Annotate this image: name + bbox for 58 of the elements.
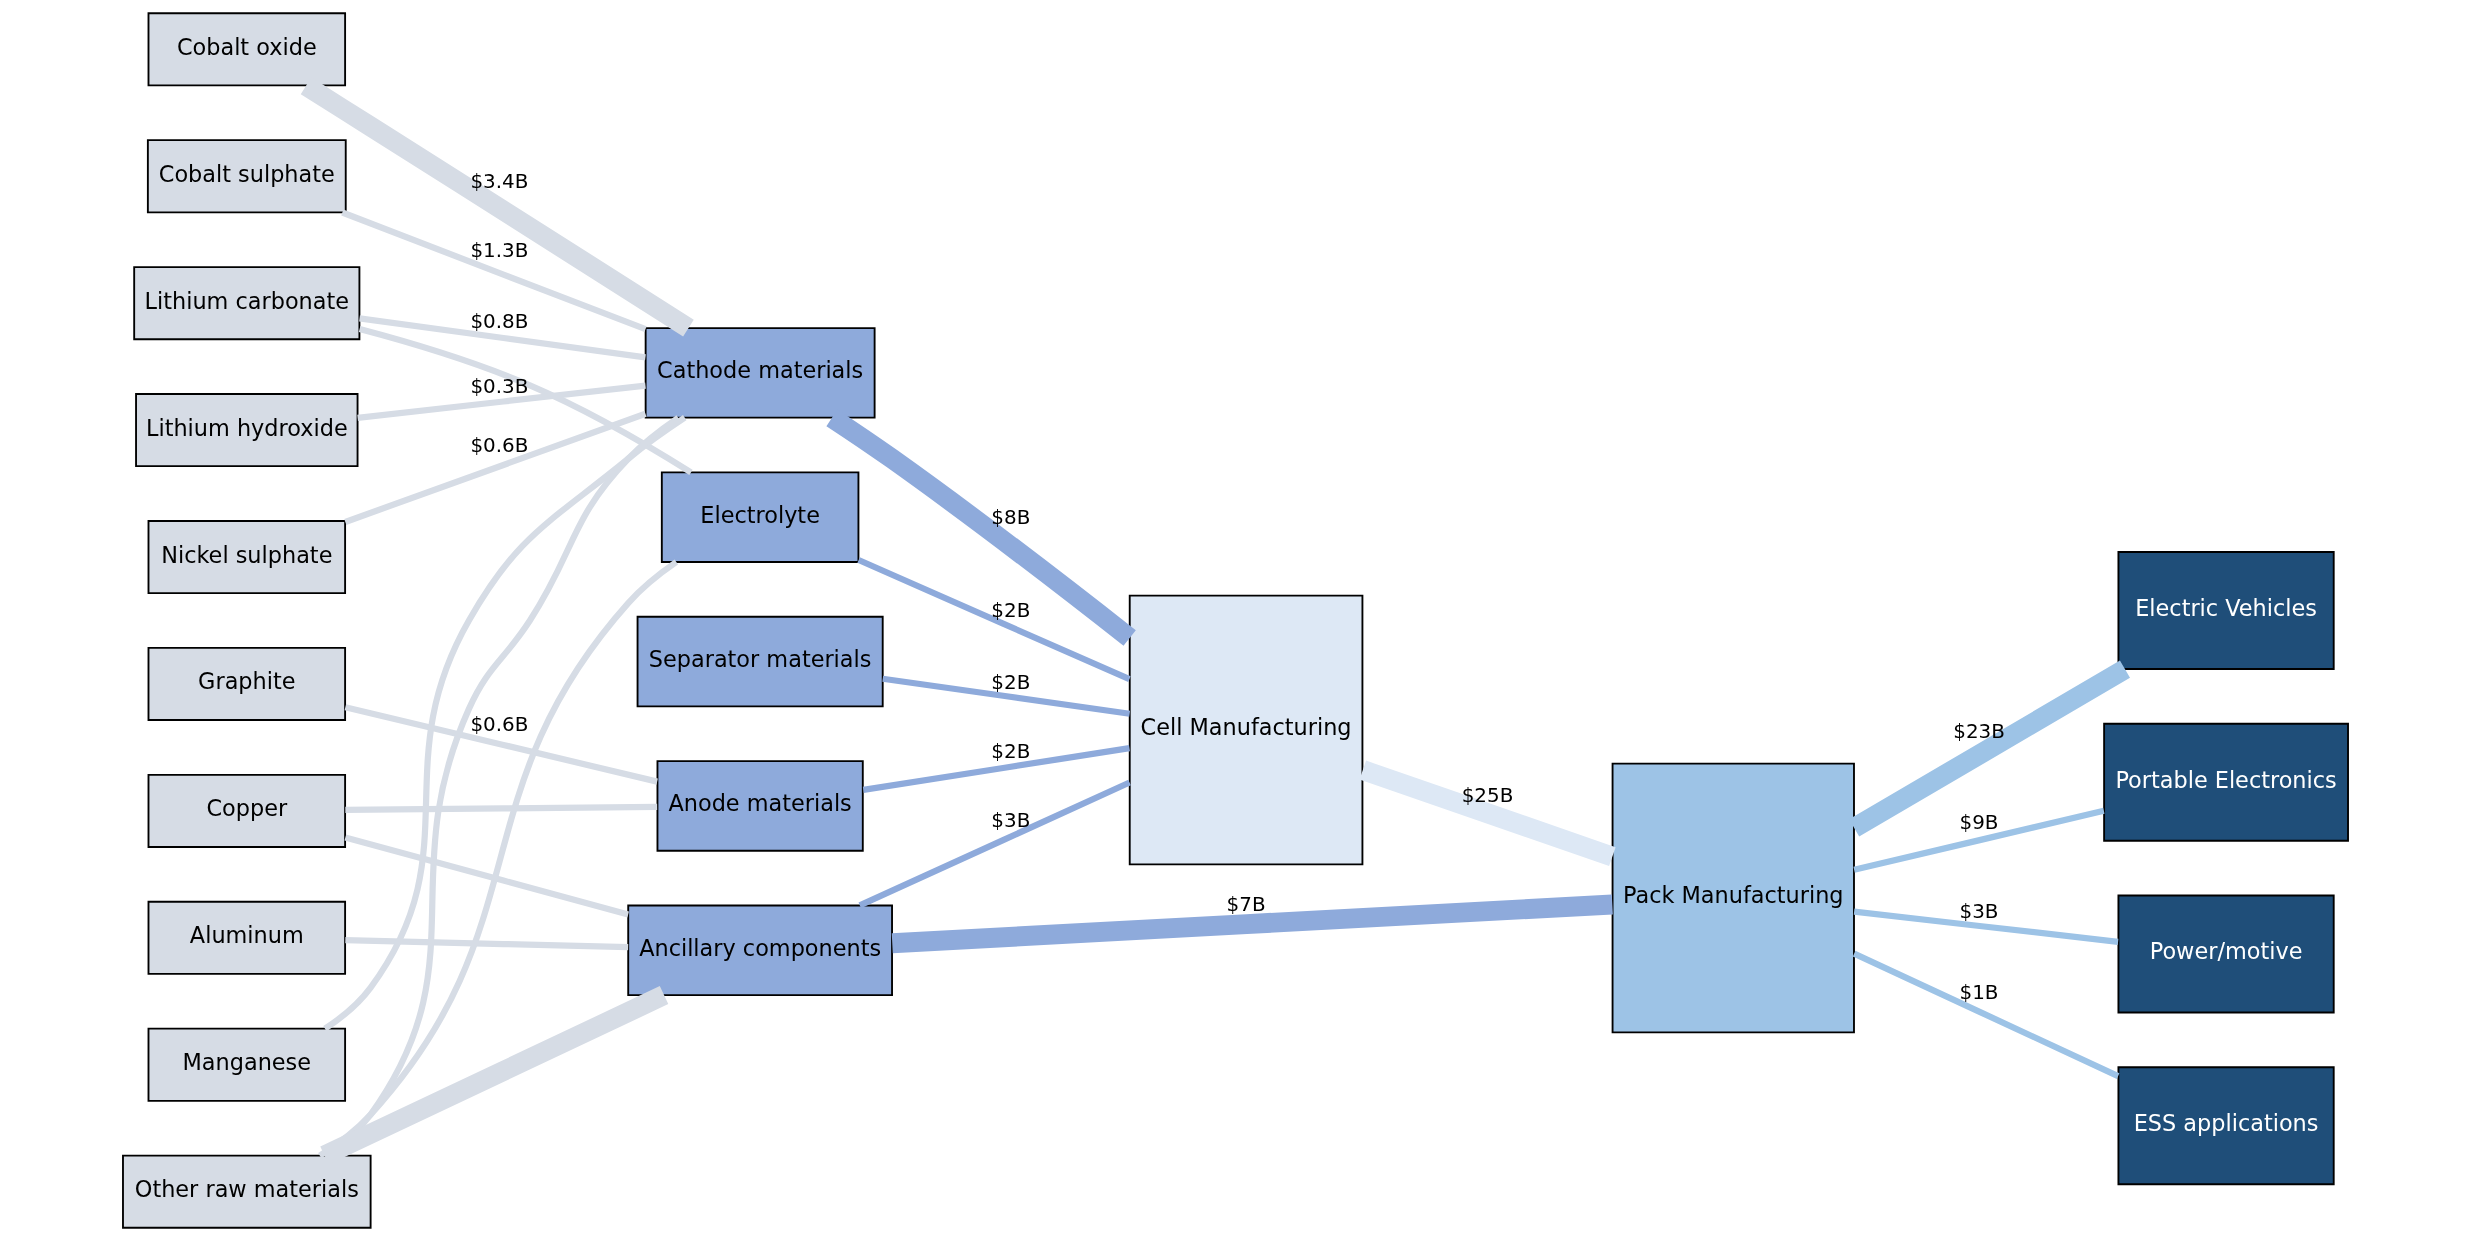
connector [858, 779, 1131, 909]
connector [357, 382, 646, 421]
edge-label: $2B [991, 598, 1031, 622]
connector [1359, 760, 1616, 866]
connector [882, 675, 1131, 717]
edge-label: $9B [1959, 811, 1999, 835]
edge-label: $3B [1959, 899, 1999, 923]
connector [891, 894, 1613, 954]
node-box: Graphite [147, 646, 347, 721]
edge-label: $1.3B [470, 238, 529, 262]
edge-label: $8B [991, 506, 1031, 530]
edge-label: $0.6B [470, 713, 529, 737]
node-box: Other raw materials [122, 1154, 372, 1229]
edge-label: $3B [991, 808, 1031, 832]
node-box: Copper [147, 773, 347, 848]
node-box: Anode materials [656, 760, 864, 852]
edge-label: $0.6B [470, 434, 529, 458]
connector [345, 803, 658, 814]
node-box: ESS applications [2117, 1066, 2335, 1186]
node-box: Power/motive [2117, 894, 2335, 1014]
connector [345, 937, 629, 951]
connector [318, 559, 679, 1159]
connector [857, 557, 1131, 683]
node-box: Electric Vehicles [2117, 551, 2335, 670]
node-box: Aluminum [147, 900, 347, 975]
node-box: Cobalt oxide [147, 12, 347, 87]
edge-label: $2B [991, 670, 1031, 694]
node-box: Cell Manufacturing [1128, 594, 1364, 866]
edge-label: $1B [1959, 980, 1999, 1004]
node-box: Ancillary components [627, 904, 893, 996]
connector [344, 410, 647, 525]
edge-label: $7B [1226, 893, 1266, 917]
edge-label: $0.8B [470, 309, 529, 333]
node-box: Cathode materials [644, 327, 876, 419]
connector [359, 315, 646, 361]
connector [341, 209, 647, 333]
connector [344, 834, 629, 918]
edge-label: $0.3B [470, 374, 529, 398]
node-box: Manganese [147, 1027, 347, 1102]
edge-label: $25B [1461, 783, 1514, 807]
edge-label: $2B [991, 740, 1031, 764]
edge-label: $23B [1953, 720, 2005, 744]
connector [344, 704, 658, 785]
connector [1853, 908, 2119, 945]
node-box: Portable Electronics [2103, 722, 2349, 842]
node-box: Cobalt sulphate [146, 139, 347, 214]
edge-label: $3.4B [470, 170, 529, 194]
connector [1852, 950, 2120, 1079]
node-box: Pack Manufacturing [1611, 762, 1855, 1034]
node-box: Separator materials [636, 615, 884, 708]
node-box: Lithium hydroxide [135, 393, 359, 468]
node-box: Lithium carbonate [133, 266, 361, 341]
connector [1853, 807, 2105, 873]
connector [323, 415, 687, 1032]
node-box: Nickel sulphate [147, 520, 347, 595]
node-box: Electrolyte [660, 471, 860, 563]
connector [862, 745, 1130, 793]
connector [358, 326, 693, 475]
